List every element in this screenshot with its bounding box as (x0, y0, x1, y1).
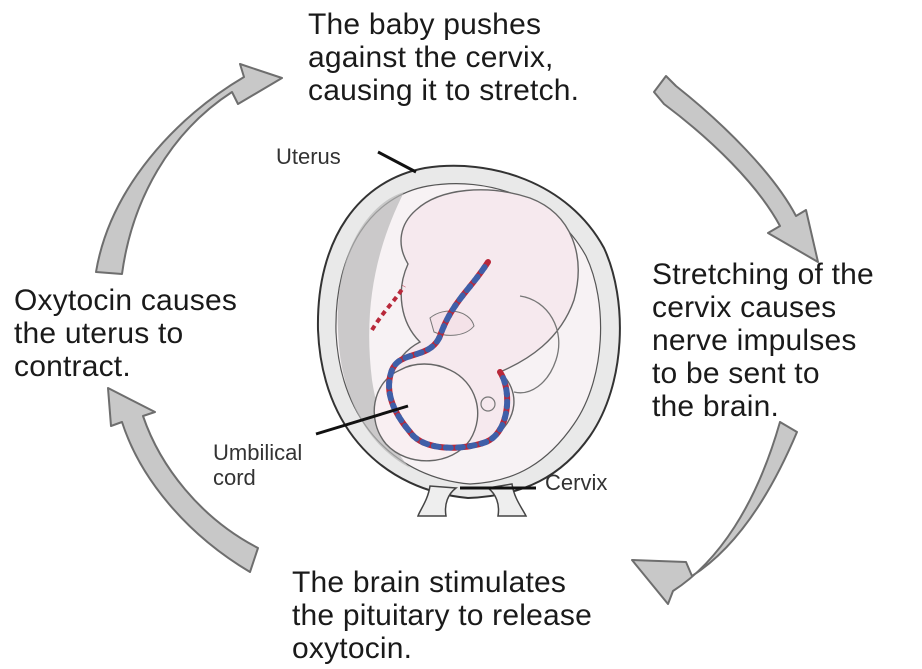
uterus-illustration (316, 152, 620, 516)
arrow-top-right (654, 76, 818, 262)
arrow-left-top (96, 64, 282, 274)
step-baby-pushes: The baby pushes against the cervix, caus… (308, 8, 648, 107)
label-cervix: Cervix (545, 470, 607, 495)
label-uterus: Uterus (276, 144, 341, 169)
label-umbilical-cord: Umbilical cord (213, 440, 302, 490)
step-uterus-contracts: Oxytocin causes the uterus to contract. (14, 284, 284, 383)
uterus-pointer (378, 152, 416, 172)
step-pituitary-release: The brain stimulates the pituitary to re… (292, 566, 672, 665)
step-nerve-impulses: Stretching of the cervix causes nerve im… (652, 258, 922, 423)
